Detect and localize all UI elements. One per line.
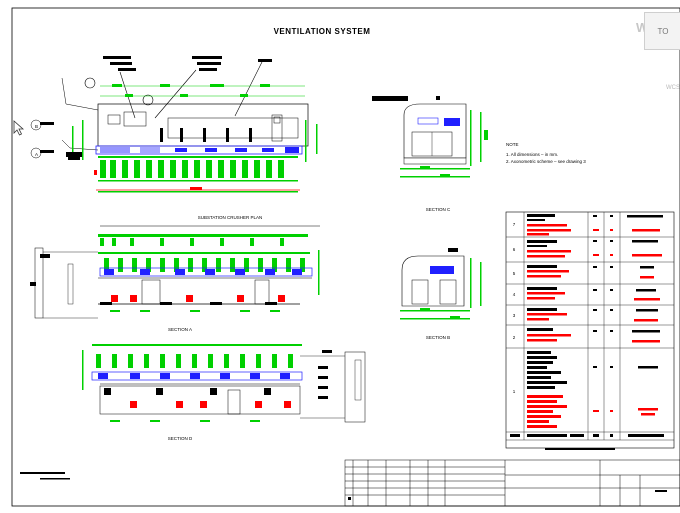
- table-row-number: 1: [513, 389, 516, 394]
- notes-block: NOTE 1. All dimensions – in mm. 2. Axono…: [506, 142, 586, 164]
- mouse-pointer-icon: [13, 120, 25, 136]
- title-block: [344, 459, 680, 507]
- marker-label: B: [35, 124, 38, 129]
- ucs-menu[interactable]: WCS: [666, 85, 680, 91]
- viewcube[interactable]: TO: [644, 12, 680, 50]
- svg-text:A: A: [35, 152, 38, 157]
- caption-section-d: SECTION D: [168, 436, 193, 441]
- table-row-number: 6: [513, 247, 516, 252]
- table-redacted-text: [510, 214, 664, 450]
- table-row-number: 2: [513, 335, 516, 340]
- table-row-number: 5: [513, 271, 516, 276]
- caption-section-b: SECTION B: [426, 335, 450, 340]
- table-row-number: 3: [513, 313, 516, 318]
- section-d-view: SECTION D: [82, 344, 366, 441]
- section-a-view: SECTION A: [30, 225, 320, 332]
- equipment-table: 7 6 5 4 3 2 1: [505, 211, 675, 450]
- caption-section-a: SECTION A: [168, 327, 192, 332]
- plan-view: B A SUBSTATION CRUSHER PLAN: [30, 56, 318, 220]
- drawing-title: VENTILATION SYSTEM: [274, 27, 371, 36]
- section-b-view: SECTION B: [400, 248, 482, 340]
- caption-section-c: SECTION C: [426, 207, 451, 212]
- sheet-border: [11, 7, 680, 507]
- note-line-1: 1. All dimensions – in mm.: [506, 152, 558, 157]
- table-row-number: 7: [513, 222, 516, 227]
- caption-plan: SUBSTATION CRUSHER PLAN: [198, 215, 263, 220]
- table-row-number: 4: [513, 292, 516, 297]
- section-c-view: SECTION C: [372, 96, 488, 212]
- viewcube-top-label[interactable]: TO: [657, 26, 669, 36]
- notes-heading: NOTE: [506, 142, 519, 147]
- note-line-2: 2. Axonometric scheme – see drawing 3: [506, 159, 586, 164]
